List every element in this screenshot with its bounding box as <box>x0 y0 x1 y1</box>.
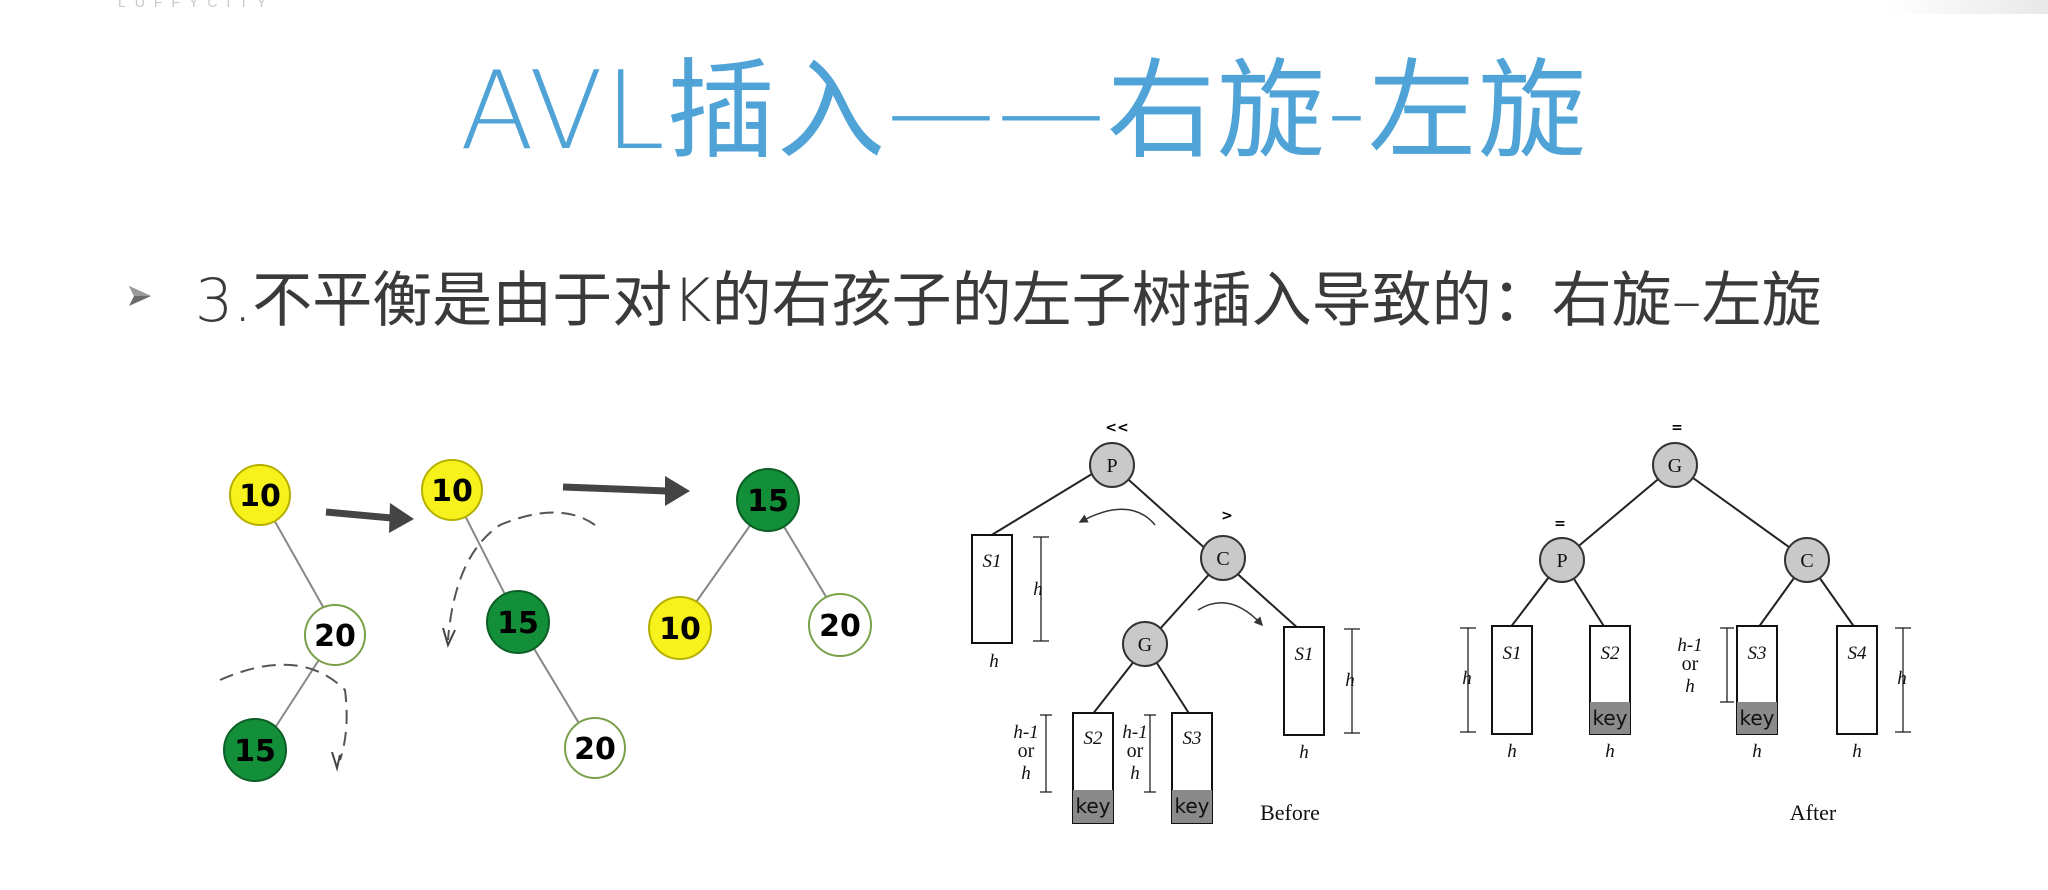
key-label: key <box>1174 794 1209 818</box>
subtree-label: S3 <box>1183 728 1202 749</box>
node-circle <box>486 590 550 654</box>
node-circle <box>304 604 366 666</box>
width-label: h <box>1752 741 1762 762</box>
bullet-text: 3.不平衡是由于对K的右孩子的左子树插入导致的：右旋–左旋 <box>195 266 1822 336</box>
after-caption: After <box>1790 800 1837 825</box>
step-arrow-1 <box>325 503 414 533</box>
node-label: 10 <box>239 479 281 514</box>
node-circle <box>564 717 626 779</box>
node-label-c: C <box>1800 550 1813 572</box>
height-label: h-1 <box>1122 722 1147 743</box>
example-step3: 15 10 20 <box>648 468 872 660</box>
subtree-box <box>1283 626 1325 736</box>
arrow-right-icon <box>562 483 668 495</box>
bullet-point: 3.不平衡是由于对K的右孩子的左子树插入导致的：右旋–左旋 <box>125 252 1822 339</box>
key-label: key <box>1592 706 1627 730</box>
after-diagram: = = G P C S1 h h S2 key h S3 key h <box>1460 420 1911 825</box>
node-circle <box>1784 537 1830 583</box>
node-label-g: G <box>1668 455 1682 477</box>
height-label: or <box>1127 740 1144 762</box>
node-label-p: P <box>1556 550 1567 572</box>
slide-title: AVL插入——右旋-左旋 <box>460 49 1588 174</box>
subtree-label: S2 <box>1084 728 1104 749</box>
node-circle <box>1652 442 1698 488</box>
height-label: h <box>1462 668 1472 689</box>
subtree-label: S3 <box>1748 643 1767 664</box>
node-label: 20 <box>819 609 861 644</box>
corner-decoration <box>1888 0 2048 14</box>
subtree-label: S2 <box>1601 643 1621 664</box>
node-label-c: C <box>1216 548 1229 570</box>
subtree-label: S1 <box>1295 644 1314 665</box>
node-circle <box>736 468 800 532</box>
rotation-dashed-arrow <box>447 511 596 641</box>
height-label: h <box>1033 579 1043 600</box>
example-step1: 10 20 15 <box>219 464 366 782</box>
rotation-arrow <box>1078 508 1156 526</box>
key-region <box>1737 702 1777 734</box>
subtree-box <box>1836 625 1878 735</box>
node-circle <box>808 593 872 657</box>
node-label-g: G <box>1138 634 1152 656</box>
key-region <box>1590 702 1630 734</box>
subtree-label: S1 <box>983 551 1002 572</box>
node-label: 15 <box>234 734 276 769</box>
arrow-right-icon <box>325 508 393 522</box>
node-circle <box>223 718 287 782</box>
height-label: or <box>1018 740 1035 762</box>
step-arrow-2 <box>562 476 690 506</box>
height-label: h <box>1897 668 1907 689</box>
height-label: h-1 <box>1013 722 1038 743</box>
height-label: h <box>1345 670 1355 691</box>
height-label: or <box>1682 653 1699 675</box>
node-label: 10 <box>431 474 473 509</box>
height-label: h <box>1021 763 1031 784</box>
node-label: 15 <box>747 484 789 519</box>
balance-mark-g: = <box>1671 420 1683 436</box>
node-circle <box>1200 535 1246 581</box>
width-label: h <box>989 651 999 672</box>
node-label-p: P <box>1106 455 1117 477</box>
node-circle <box>1122 621 1168 667</box>
brand-logo-text: LUFFYCITY <box>118 0 276 10</box>
node-circle <box>1539 537 1585 583</box>
width-label: h <box>1605 741 1615 762</box>
width-label: h <box>1507 741 1517 762</box>
subtree-box <box>1491 625 1533 735</box>
before-diagram: << > P C G S1 h h S2 key h-1 or h <box>971 420 1360 825</box>
key-region <box>1073 790 1113 823</box>
before-caption: Before <box>1260 800 1320 825</box>
node-label: 15 <box>497 606 539 641</box>
height-label: h-1 <box>1677 635 1702 656</box>
example-step2: 10 15 20 <box>421 459 626 779</box>
rotation-dashed-arrow <box>219 663 348 761</box>
node-circle <box>648 596 712 660</box>
node-label: 20 <box>314 619 356 654</box>
balance-mark-c: > <box>1221 508 1233 524</box>
node-label: 20 <box>574 732 616 767</box>
balance-mark-p: << <box>1105 420 1128 436</box>
subtree-box <box>971 534 1013 644</box>
node-label: 10 <box>659 612 701 647</box>
rotation-arrow <box>1197 602 1264 627</box>
key-label: key <box>1075 794 1110 818</box>
subtree-label: S4 <box>1848 643 1868 664</box>
height-label: h <box>1685 676 1695 697</box>
node-circle <box>1089 442 1135 488</box>
node-circle <box>421 459 483 521</box>
balance-mark-p: = <box>1554 516 1566 532</box>
height-label: h <box>1130 763 1140 784</box>
node-circle <box>229 464 291 526</box>
key-region <box>1172 790 1212 823</box>
width-label: h <box>1852 741 1862 762</box>
width-label: h <box>1299 742 1309 763</box>
key-label: key <box>1739 706 1774 730</box>
subtree-label: S1 <box>1503 643 1522 664</box>
bullet-arrow-icon <box>129 285 151 306</box>
